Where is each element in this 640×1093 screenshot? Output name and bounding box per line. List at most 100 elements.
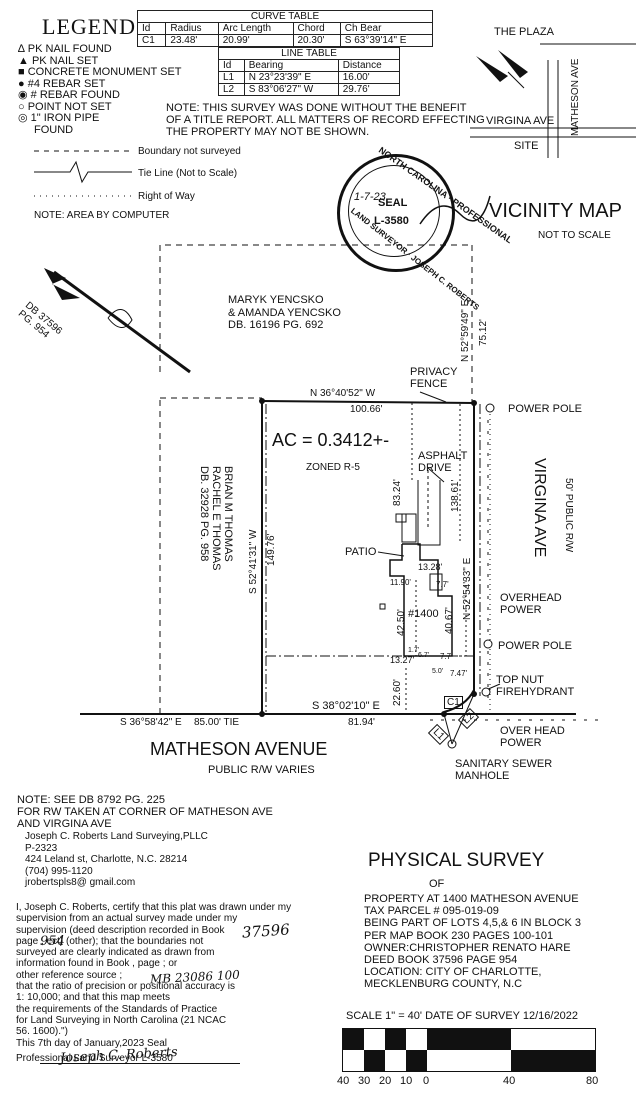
porch-step	[395, 513, 407, 523]
physical-survey-title: PHYSICAL SURVEY	[368, 850, 545, 871]
rebar-found-icon	[441, 711, 447, 717]
legend-tie-line	[34, 160, 132, 184]
table-row: L2 S 83°06'27" W 29.76'	[218, 83, 401, 96]
seal-inner-ring	[348, 165, 440, 257]
line-l1	[443, 713, 453, 745]
legend-item: FOUND	[34, 123, 74, 136]
dim-7-47: 7.47'	[450, 669, 468, 678]
hydrant-label: TOP NUT FIREHYDRANT	[496, 674, 575, 698]
virgina-rw-label: 50' PUBLIC R/W	[563, 478, 574, 553]
signature-line	[40, 1063, 240, 1064]
line-table: LINE TABLE Id Bearing Distance L1 N 23°2…	[218, 47, 401, 96]
west-bearing: S 52°41'31" W	[248, 529, 259, 595]
seal-word: SEAL	[378, 197, 408, 209]
curve-table: CURVE TABLE Id Radius Arc Length Chord C…	[136, 10, 434, 47]
vicinity-leader	[507, 71, 525, 89]
north-bearing: N 36°40'52" W	[310, 388, 376, 399]
tie-dist: 85.00' TIE	[194, 717, 240, 728]
patio-slab	[429, 573, 443, 591]
legend-item: ▲ PK NAIL SET	[18, 54, 99, 67]
title-report-note: NOTE: THIS SURVEY WAS DONE WITHOUT THE B…	[166, 102, 485, 138]
power-pole-label-1: POWER POLE	[508, 403, 582, 415]
dim-138-61-label: 138.61'	[450, 479, 461, 513]
privacy-fence-label: PRIVACY FENCE	[410, 366, 458, 390]
area-label: AC = 0.3412+-	[272, 430, 390, 450]
asphalt-drive	[417, 480, 441, 546]
street-name: MATHESON AVENUE	[150, 739, 328, 759]
dim-7-7b: 7.7'	[440, 652, 453, 661]
iron-pipe-icon: ◎	[18, 112, 31, 124]
scale-tick: 40	[337, 1075, 350, 1087]
rw-note: NOTE: SEE DB 8792 PG. 225 FOR RW TAKEN A…	[17, 794, 273, 830]
vicinity-map-title: VICINITY MAP	[489, 200, 622, 222]
seal-date: 1-7-23	[354, 191, 386, 203]
east-bearing-upper: N 52°59'49" E	[460, 299, 471, 362]
zoning-label: ZONED R-5	[306, 462, 360, 473]
east-dist-upper: 75.12'	[478, 319, 489, 346]
dim-7-7a: 7.7'	[436, 580, 449, 589]
asphalt-drive-label: ASPHALT DRIVE	[418, 450, 468, 474]
street-rw: PUBLIC R/W VARIES	[208, 764, 315, 776]
sewer-manhole-icon	[447, 739, 457, 749]
scale-tick: 30	[358, 1075, 371, 1087]
asphalt-leader	[427, 467, 445, 483]
surveyor-seal: NORTH CAROLINA · PROFESSIONAL LAND SURVE…	[337, 145, 514, 312]
legend-item: ∆ PK NAIL FOUND	[18, 43, 112, 55]
rebar-found-icon	[259, 398, 265, 404]
scale-tick: 10	[400, 1075, 413, 1087]
legend-tie-label: Tie Line (Not to Scale)	[138, 168, 238, 179]
sewer-label: SANITARY SEWER MANHOLE	[455, 758, 553, 782]
legend-rw-label: Right of Way	[138, 191, 195, 202]
rebar-set-icon: ●	[18, 77, 28, 90]
scale-tick: 20	[379, 1075, 392, 1087]
vicinity-the-plaza: THE PLAZA	[494, 26, 554, 38]
table-header-row: Id Bearing Distance	[218, 59, 401, 72]
north-boundary-unsurveyed	[159, 244, 472, 372]
pk-nail-set-icon: ▲	[18, 54, 32, 67]
handwritten-page: 954	[40, 934, 65, 949]
legend-item: ● #4 REBAR SET	[18, 77, 106, 90]
tie-bearing: S 36°58'42" E	[120, 717, 182, 728]
certification-text: I, Joseph C. Roberts, certify that this …	[16, 902, 292, 1064]
east-bearing-lower: N 52°54'33" E	[462, 557, 473, 620]
dim-42-50-label: 42.50'	[396, 609, 407, 636]
rebar-found-icon	[471, 400, 477, 406]
scale-tick: 0	[423, 1075, 430, 1087]
patio-leader	[377, 551, 405, 557]
dim-13-28: 13.28'	[418, 562, 443, 572]
legend-boundary-label: Boundary not surveyed	[138, 146, 241, 157]
concrete-monument-icon: ■	[18, 66, 28, 78]
overhead-power-label: OVERHEAD POWER	[500, 592, 562, 616]
front-dist: 81.94'	[348, 717, 375, 728]
db-north-arrow-icon	[44, 268, 80, 300]
scale-text: SCALE 1" = 40' DATE OF SURVEY 12/16/2022	[346, 1010, 578, 1022]
scale-bar	[342, 1028, 596, 1072]
west-dist: 149.76'	[266, 533, 277, 567]
neighbor-north: MARYK YENCSKO & AMANDA YENCSKO DB. 16196…	[228, 294, 341, 331]
surveyor-info: Joseph C. Roberts Land Surveying,PLLC P-…	[25, 831, 208, 889]
curve-c1-label: C1	[444, 696, 463, 709]
virgina-ave-label: VIRGINA AVE	[531, 458, 548, 558]
legend-item: ◎ 1" IRON PIPE	[18, 112, 100, 124]
table-row: C1 23.48' 20.99' 20.30' S 63°39'14" E	[136, 34, 434, 47]
power-pole-icon	[483, 639, 493, 649]
legend-item: ◉ # REBAR FOUND	[18, 89, 120, 101]
rebar-set-icon	[471, 691, 477, 697]
fire-hydrant-icon	[481, 687, 491, 697]
legend-title: LEGEND	[42, 14, 136, 39]
vicinity-north-arrow	[476, 50, 528, 82]
dim-22-60-label: 22.60'	[392, 679, 403, 706]
dim-11-90: 11.90'	[390, 578, 411, 587]
rebar-found-icon: ◉	[18, 89, 31, 101]
patio-label: PATIO	[345, 546, 377, 558]
handwritten-book: 37596	[241, 920, 291, 942]
seal-number: L-3580	[374, 215, 409, 227]
overhead-power-label-2: OVER HEAD POWER	[500, 725, 565, 749]
tie-arrow	[53, 270, 191, 374]
rebar-found-icon	[259, 711, 265, 717]
house-number: #1400	[408, 608, 439, 620]
front-bearing: S 38°02'10" E	[312, 700, 380, 712]
line-l2	[451, 693, 475, 745]
legend-item: ○ POINT NOT SET	[18, 100, 112, 113]
